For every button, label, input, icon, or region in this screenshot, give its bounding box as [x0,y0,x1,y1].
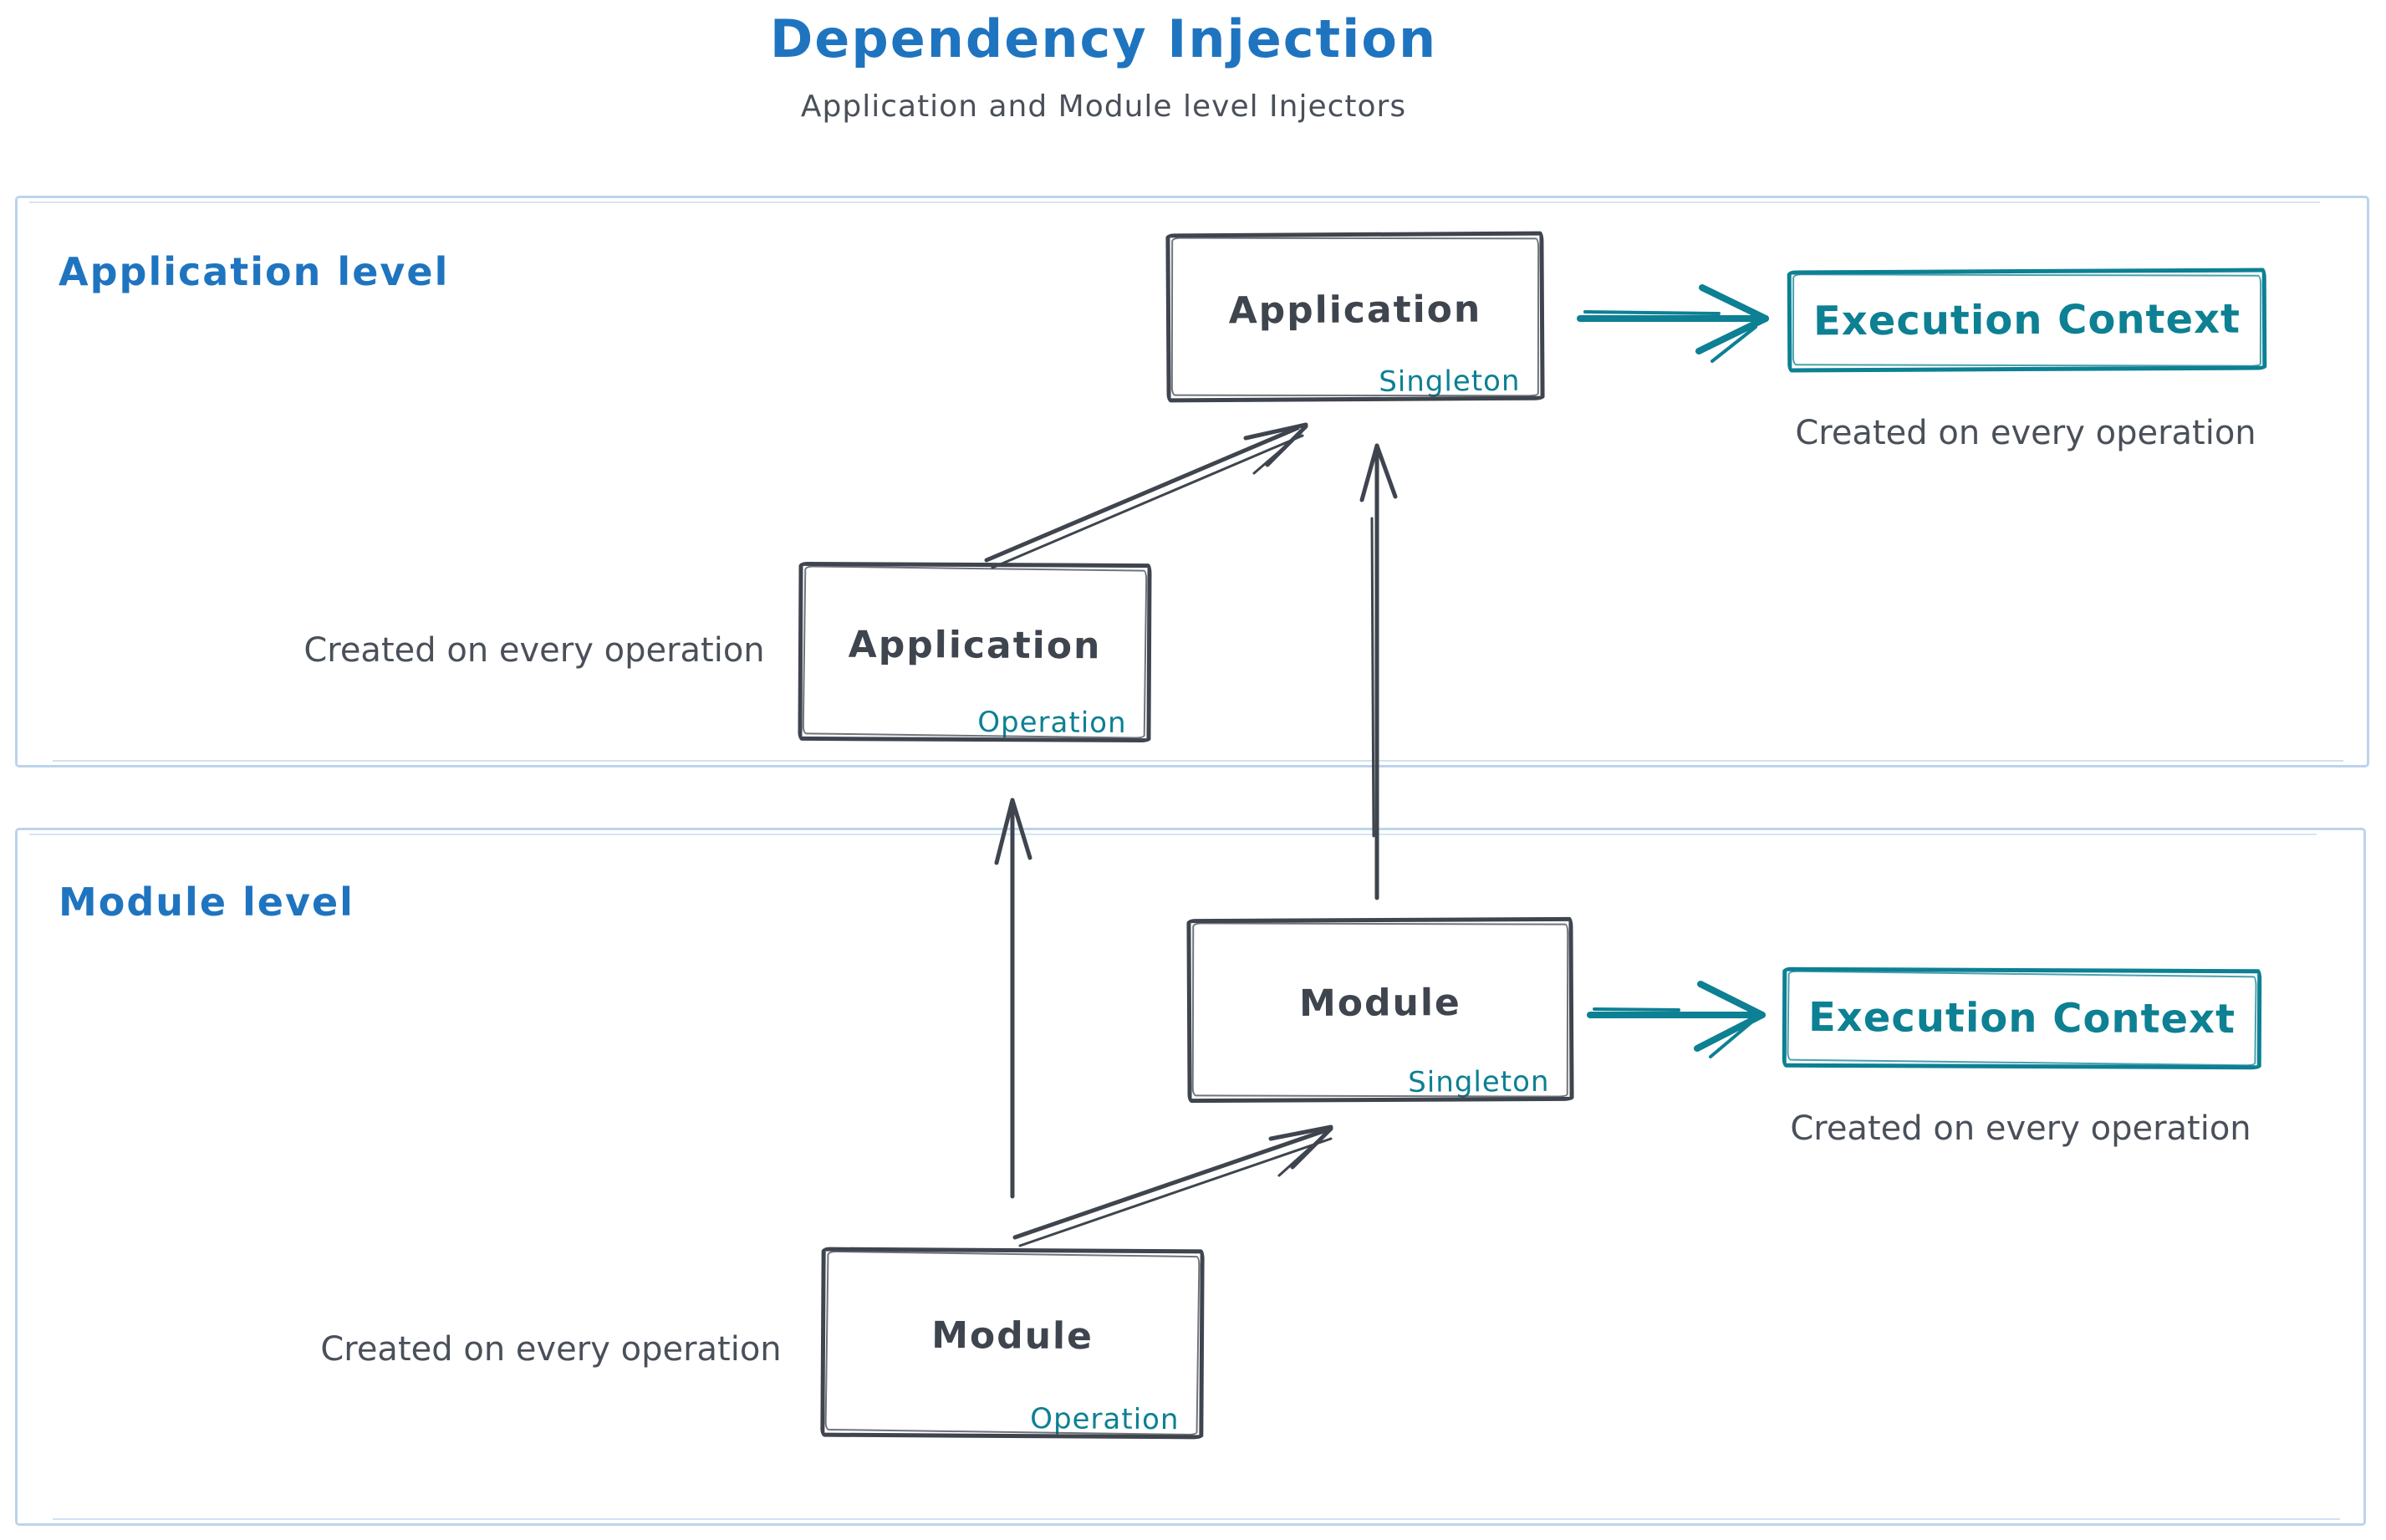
node-execution-context-application: Execution Context [1787,268,2267,373]
node-module-operation: Module Operation [820,1247,1205,1440]
node-title: Module [931,1313,1094,1358]
node-module-singleton: Module Singleton [1186,916,1574,1104]
caption-execution-context-module: Created on every operation [1790,1109,2251,1148]
section-label-module: Module level [59,880,354,925]
node-title: Execution Context [1812,295,2241,345]
node-application-singleton: Application Singleton [1165,231,1545,403]
node-title: Application [1228,288,1482,333]
node-tag-singleton: Singleton [1408,1064,1550,1099]
page-subtitle: Application and Module level Injectors [800,89,1407,124]
section-module-level [15,828,2366,1526]
caption-execution-context-application: Created on every operation [1795,414,2256,452]
node-tag-singleton: Singleton [1379,364,1521,399]
node-execution-context-module: Execution Context [1782,966,2262,1070]
node-tag-operation: Operation [1030,1402,1180,1437]
node-title: Execution Context [1807,993,2236,1043]
node-tag-operation: Operation [977,706,1127,740]
node-application-operation: Application Operation [798,561,1152,743]
section-application-level [15,196,2369,767]
header: Dependency Injection Application and Mod… [259,7,1948,125]
node-title: Module [1298,981,1461,1025]
node-title: Application [848,623,1102,668]
caption-module-operation: Created on every operation [320,1330,782,1369]
page-title: Dependency Injection [769,8,1438,69]
caption-application-operation: Created on every operation [303,631,765,670]
section-label-application: Application level [59,249,450,294]
